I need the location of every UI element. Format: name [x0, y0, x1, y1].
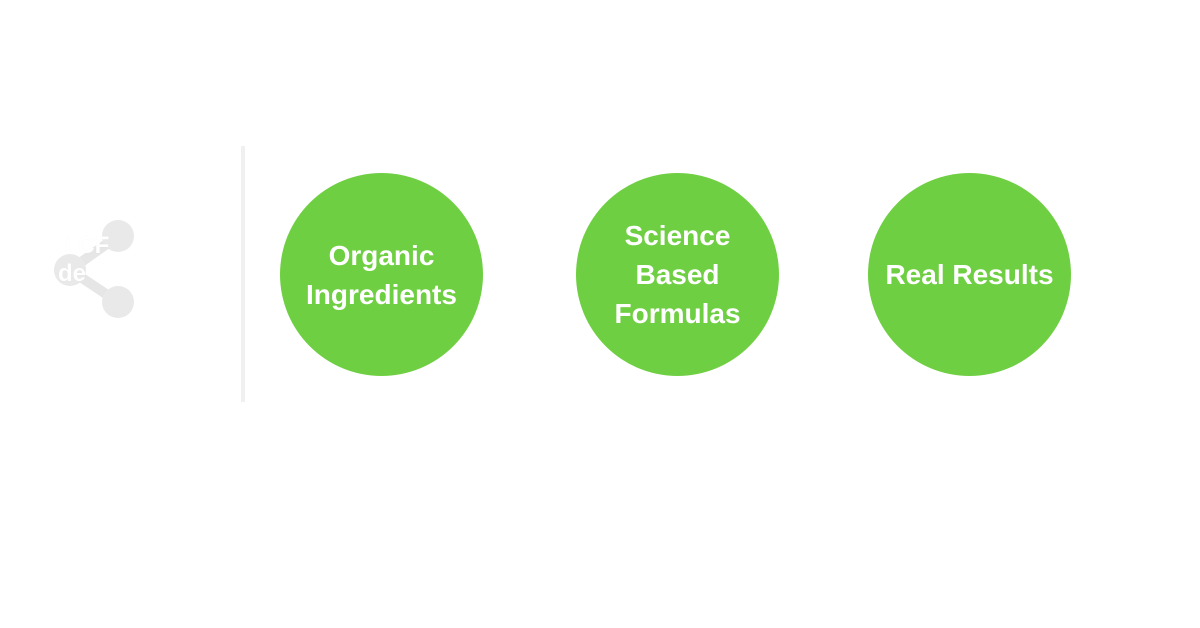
logo-text-line1: i CF — [64, 232, 110, 259]
vertical-divider — [241, 146, 245, 402]
feature-label: Science Based Formulas — [614, 220, 741, 329]
feature-circle-science: Science Based Formulas — [576, 173, 779, 376]
feature-label: Organic Ingredients — [306, 239, 457, 310]
feature-label: Real Results — [885, 259, 1054, 290]
feature-circle-organic: Organic Ingredients — [280, 173, 483, 376]
feature-circle-results: Real Results — [868, 173, 1071, 376]
share-icon — [48, 212, 148, 328]
logo-text-line2: de — [58, 260, 87, 287]
